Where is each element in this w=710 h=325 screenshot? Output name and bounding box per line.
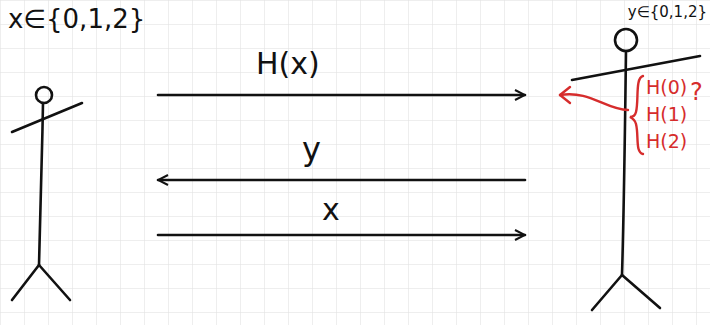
brace [630, 76, 643, 154]
hash-value: H(1) [646, 103, 687, 125]
message-arrow [158, 94, 525, 97]
message-arrow [158, 234, 525, 237]
person-node: x∈{0,1,2} [8, 4, 158, 304]
message-label: x [322, 192, 340, 227]
question-mark: ? [690, 78, 703, 106]
red-annotation [560, 76, 643, 154]
variable-domain: y∈{0,1,2} [628, 3, 707, 21]
message-arrow [158, 179, 525, 182]
message-label: H(x) [256, 46, 320, 81]
arrow-head [560, 87, 570, 103]
hash-value: H(2) [646, 130, 687, 152]
stick-figure-left [12, 87, 82, 300]
variable-domain: x∈{0,1,2} [8, 4, 145, 34]
person-node: y∈{0,1,2} [525, 2, 707, 308]
message-label: y [302, 130, 321, 168]
hash-value: H(0) [646, 76, 687, 98]
stick-figure-right [572, 29, 700, 310]
